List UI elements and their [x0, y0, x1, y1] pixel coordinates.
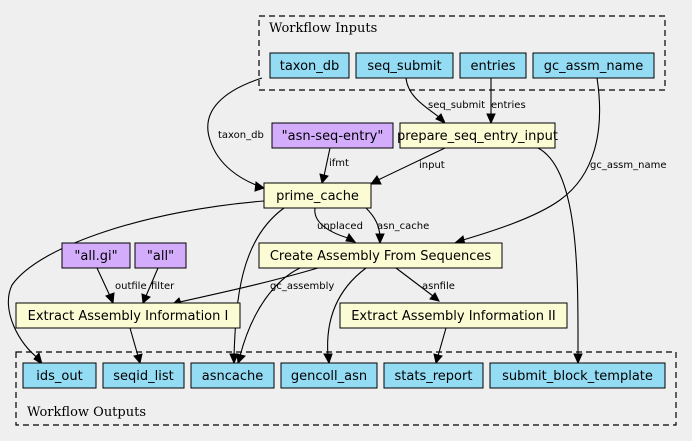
node-seq-submit-box: [355, 52, 454, 79]
edge-prime-cache-to-asncache: [229, 207, 285, 365]
edge-label-filter: filter: [151, 281, 175, 292]
node-ids-out: ids_out: [22, 362, 97, 389]
edge-gc-assm-name-to-create: gc_assm_name: [453, 77, 667, 246]
edge-entries-to-prepare: entries: [486, 78, 526, 125]
edge-seq-submit-to-prepare: seq_submit: [405, 77, 485, 124]
node-asncache-box: [190, 362, 275, 389]
workflow-inputs-label: Workflow Inputs: [269, 21, 377, 36]
edge-label-outfile: outfile: [115, 281, 147, 292]
node-gc-assm-name-label: gc_assm_name: [544, 59, 643, 74]
edge-all-to-extract-1: filter: [141, 267, 175, 304]
node-submit-block-template-label: submit_block_template: [502, 369, 653, 384]
edge-create-to-asncache: [236, 267, 301, 365]
workflow-outputs-label: Workflow Outputs: [27, 405, 146, 420]
node-extract-info-2-box: [339, 302, 568, 329]
edge-create-to-gencoll-asn: [323, 267, 367, 365]
edge-asn-seq-entry-to-prime-cache: ifmt: [319, 147, 349, 185]
node-asn-seq-entry-label: "asn-seq-entry": [282, 129, 384, 144]
node-seqid-list: seqid_list: [102, 362, 185, 389]
node-ids-out-label: ids_out: [36, 369, 82, 384]
edge-label-gc-assembly: gc_assembly: [270, 281, 334, 292]
node-taxon-db-label: taxon_db: [280, 59, 340, 74]
node-all-gi-label: "all.gi": [74, 249, 117, 264]
node-gc-assm-name-box: [532, 52, 655, 79]
edge-label-ifmt: ifmt: [329, 158, 349, 169]
node-gencoll-asn: gencoll_asn: [280, 362, 378, 389]
node-all-box: [134, 242, 187, 269]
edge-create-to-extract-1: gc_assembly: [170, 267, 334, 307]
node-gc-assm-name: gc_assm_name: [532, 52, 655, 79]
node-stats-report: stats_report: [383, 362, 484, 389]
node-entries-box: [459, 52, 527, 79]
edge-label-unplaced: unplaced: [317, 221, 363, 232]
node-asncache: asncache: [190, 362, 275, 389]
node-gencoll-asn-label: gencoll_asn: [291, 369, 367, 384]
node-ids-out-box: [22, 362, 97, 389]
edge-all-gi-to-extract-1: outfile: [96, 267, 147, 305]
node-entries: entries: [459, 52, 527, 79]
node-all-gi: "all.gi": [61, 242, 131, 269]
node-asn-seq-entry: "asn-seq-entry": [271, 122, 394, 149]
edge-prepare-to-submit-block: [537, 147, 583, 365]
edge-prepare-to-prime-cache: input: [370, 147, 446, 185]
node-taxon-db: taxon_db: [269, 52, 350, 79]
node-gencoll-asn-box: [280, 362, 378, 389]
edge-prime-cache-to-create-unplaced: unplaced: [314, 207, 363, 243]
node-prepare-seq-entry-input: prepare_seq_entry_input: [397, 122, 558, 149]
edge-label-seq-submit: seq_submit: [428, 100, 485, 111]
edge-label-entries: entries: [491, 100, 526, 111]
edge-taxon-db-to-prime-cache: taxon_db: [207, 77, 266, 192]
edge-label-gc-assm-name: gc_assm_name: [590, 160, 667, 171]
edge-prime-cache-to-create-asn-cache: asn_cache: [365, 207, 429, 245]
edge-label-asnfile: asnfile: [422, 281, 455, 292]
node-all-gi-box: [61, 242, 131, 269]
node-prepare-seq-entry-input-box: [399, 122, 556, 149]
edge-label-taxon-db: taxon_db: [218, 130, 264, 141]
edge-label-input: input: [419, 160, 445, 171]
node-create-assembly-label: Create Assembly From Sequences: [270, 249, 492, 264]
node-prime-cache: prime_cache: [263, 182, 372, 209]
edges: taxon_db seq_submit entries gc_assm_name…: [7, 77, 667, 366]
node-submit-block-template-box: [489, 362, 666, 389]
node-taxon-db-box: [269, 52, 350, 79]
node-asn-seq-entry-box: [271, 122, 394, 149]
node-prepare-seq-entry-input-label: prepare_seq_entry_input: [397, 129, 558, 144]
node-extract-info-2: Extract Assembly Information II: [339, 302, 568, 329]
node-submit-block-template: submit_block_template: [489, 362, 666, 389]
node-create-assembly: Create Assembly From Sequences: [258, 242, 503, 269]
edge-label-asn-cache: asn_cache: [377, 221, 429, 232]
node-create-assembly-box: [258, 242, 503, 269]
node-stats-report-box: [383, 362, 484, 389]
node-extract-info-1: Extract Assembly Information I: [15, 302, 241, 329]
node-seq-submit-label: seq_submit: [367, 59, 441, 74]
edge-extract-2-to-stats-report: [433, 327, 447, 365]
edge-extract-1-to-seqid-list: [129, 327, 143, 365]
node-prime-cache-label: prime_cache: [276, 189, 359, 204]
node-stats-report-label: stats_report: [395, 369, 473, 384]
edge-prime-cache-to-ids-out: [7, 200, 265, 366]
workflow-outputs-cluster: Workflow Outputs: [15, 351, 677, 426]
workflow-inputs-cluster: Workflow Inputs: [258, 15, 666, 91]
node-all-label: "all": [147, 249, 174, 264]
node-extract-info-1-label: Extract Assembly Information I: [28, 309, 229, 324]
edge-create-to-extract-2: asnfile: [395, 267, 455, 302]
node-seq-submit: seq_submit: [355, 52, 454, 79]
node-all: "all": [134, 242, 187, 269]
node-entries-label: entries: [470, 59, 515, 74]
node-extract-info-2-label: Extract Assembly Information II: [351, 309, 556, 324]
node-prime-cache-box: [263, 182, 372, 209]
node-seqid-list-label: seqid_list: [113, 369, 173, 384]
node-asncache-label: asncache: [202, 369, 263, 384]
node-seqid-list-box: [102, 362, 185, 389]
node-extract-info-1-box: [15, 302, 241, 329]
